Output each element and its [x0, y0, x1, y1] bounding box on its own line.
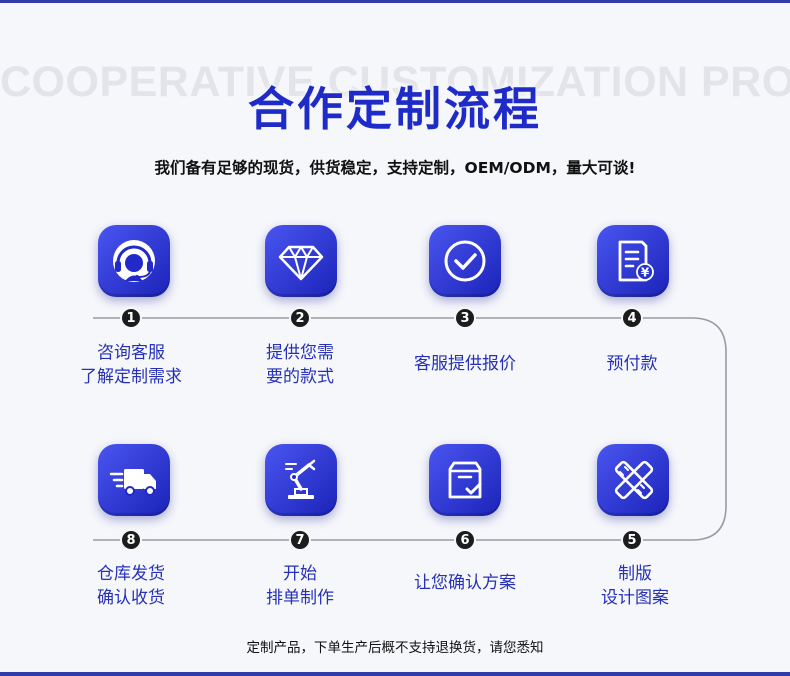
pencil-ruler-icon [614, 460, 654, 500]
step-7-label-line2: 排单制作 [266, 588, 334, 608]
step-5-icon-box [597, 444, 669, 516]
step-6-label-line1: 让您确认方案 [414, 573, 516, 593]
step-7-label: 开始 排单制作 [220, 562, 380, 610]
step-1-label: 咨询客服 了解定制需求 [51, 341, 211, 389]
step-1-icon-box [98, 225, 170, 297]
step-6-icon-box [429, 444, 501, 516]
box-check-icon [448, 461, 482, 499]
step-2-number-badge: 2 [289, 307, 311, 329]
step-1-label-line2: 了解定制需求 [80, 367, 182, 387]
background-watermark-text: COOPERATIVE CUSTOMIZATION PROCESS [0, 58, 790, 106]
footer-note: 定制产品，下单生产后概不支持退换货，请您悉知 [246, 640, 544, 656]
step-5-label: 制版 设计图案 [555, 562, 715, 610]
step-1-number-badge: 1 [120, 307, 142, 329]
robot-arm-icon [285, 459, 316, 499]
step-4-label-line1: 预付款 [606, 354, 658, 374]
step-7-label-line1: 开始 [283, 564, 317, 584]
step-8-label: 仓库发货 确认收货 [51, 562, 211, 610]
step-4-icon-box: ¥ [597, 225, 669, 297]
page-subtitle: 我们备有足够的现货，供货稳定，支持定制，OEM/ODM，量大可谈! [154, 159, 636, 177]
step-8-label-line2: 确认收货 [97, 588, 165, 608]
bottom-accent-bar [0, 672, 790, 676]
step-2-label-line1: 提供您需 [266, 343, 334, 363]
step-4-number-badge: 4 [621, 307, 643, 329]
top-accent-bar [0, 0, 790, 3]
page-title: 合作定制流程 [248, 82, 542, 136]
step-8-label-line1: 仓库发货 [97, 564, 165, 584]
step-3-number-badge: 3 [454, 307, 476, 329]
step-3-label: 客服提供报价 [385, 352, 545, 376]
step-5-label-line2: 设计图案 [601, 588, 669, 608]
step-8-icon-box [98, 444, 170, 516]
step-6-number-badge: 6 [454, 529, 476, 551]
step-5-number-badge: 5 [621, 529, 643, 551]
step-2-label: 提供您需 要的款式 [220, 341, 380, 389]
step-2-icon-box [265, 225, 337, 297]
step-3-icon-box [429, 225, 501, 297]
check-circle-icon [444, 240, 486, 282]
invoice-yen-icon: ¥ [618, 240, 654, 282]
customer-service-headset-icon [113, 240, 155, 282]
step-7-icon-box [265, 444, 337, 516]
step-3-label-line1: 客服提供报价 [414, 354, 516, 374]
step-7-number-badge: 7 [289, 529, 311, 551]
step-6-label: 让您确认方案 [385, 571, 545, 595]
diamond-icon [278, 245, 324, 281]
step-8-number-badge: 8 [120, 529, 142, 551]
step-4-label: 预付款 [552, 352, 712, 376]
svg-text:¥: ¥ [641, 266, 650, 280]
step-5-label-line1: 制版 [618, 564, 652, 584]
delivery-truck-icon [109, 469, 156, 496]
step-2-label-line2: 要的款式 [266, 367, 334, 387]
step-1-label-line1: 咨询客服 [97, 343, 165, 363]
